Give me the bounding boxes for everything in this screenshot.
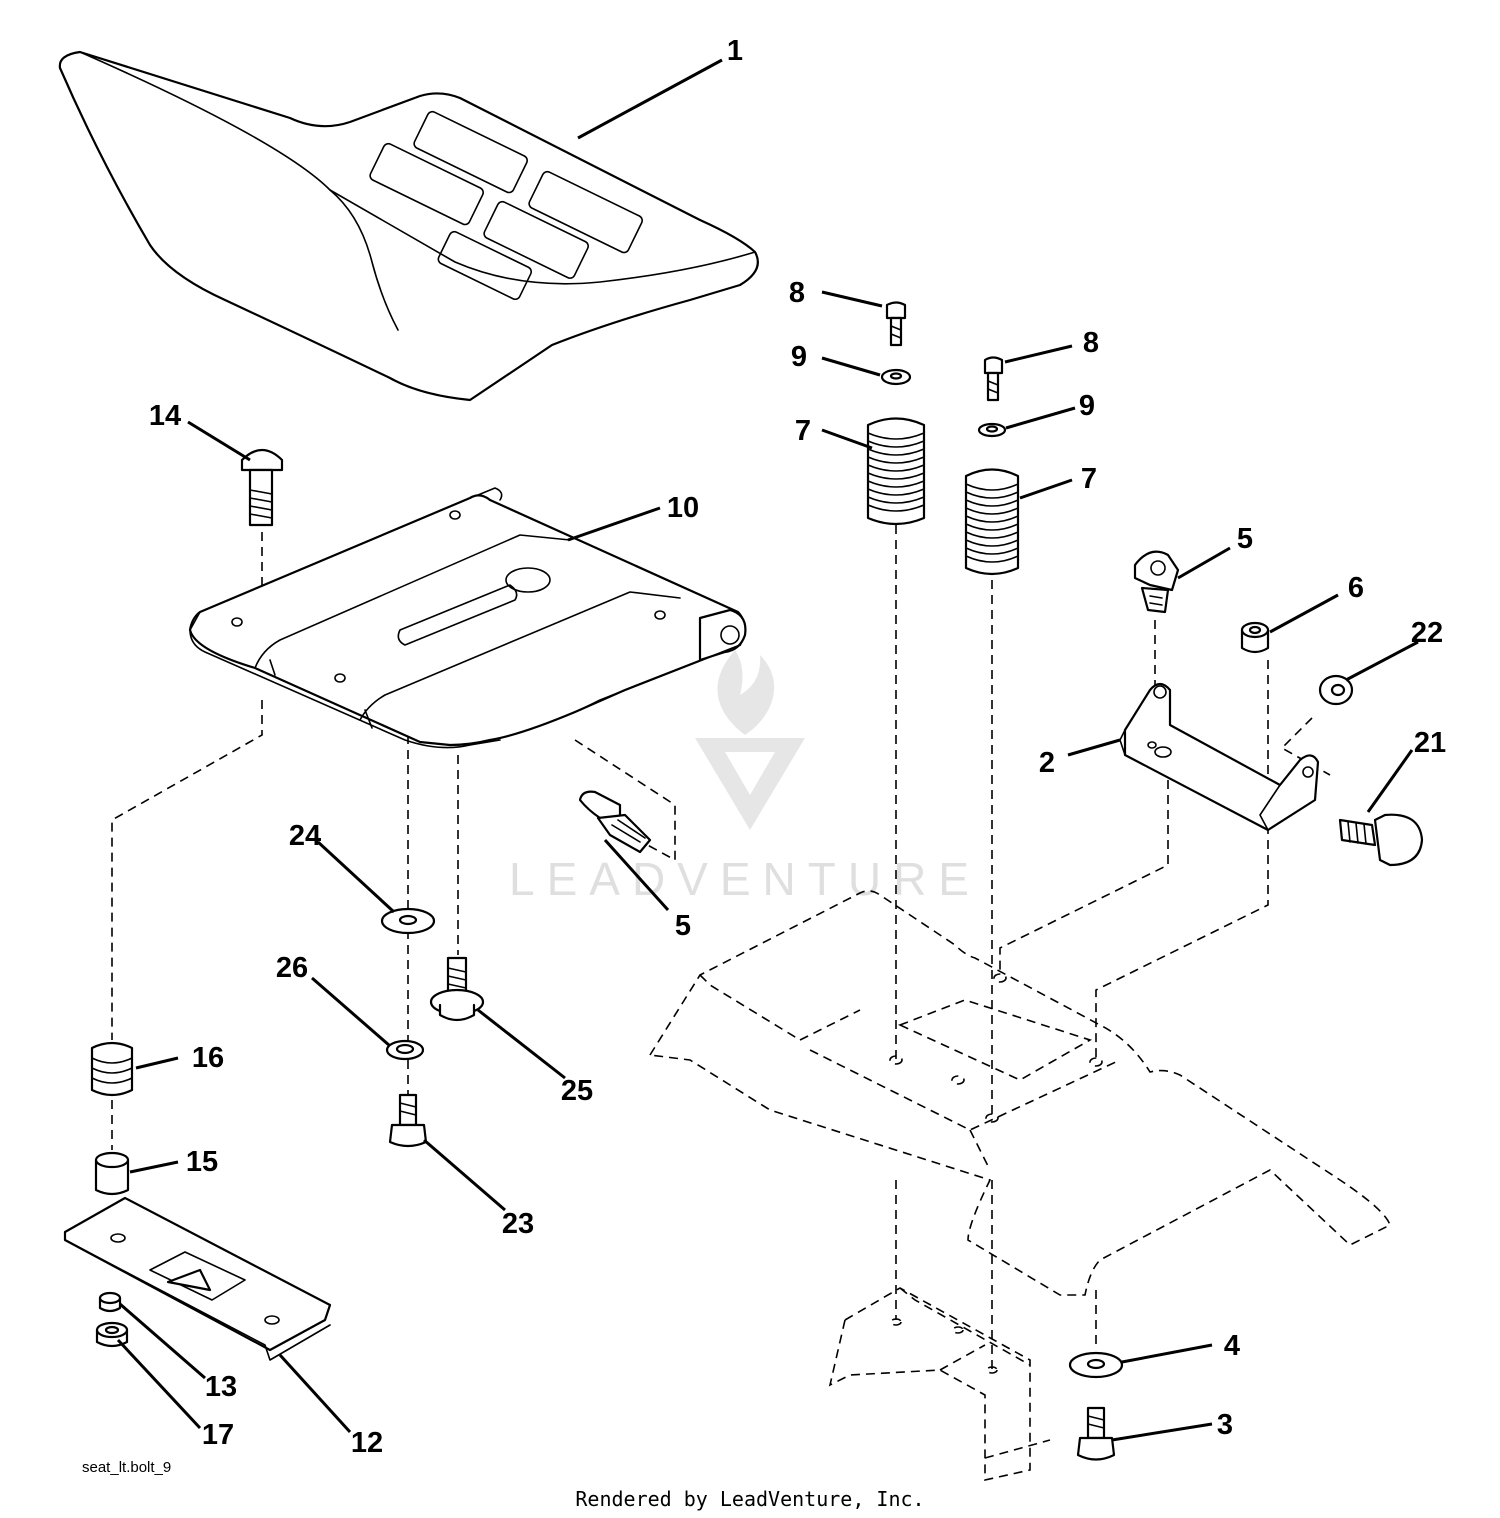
bracket-plate-part-12 bbox=[63, 1196, 332, 1361]
callout-9-right: 9 bbox=[1079, 390, 1095, 422]
callout-1: 1 bbox=[727, 35, 743, 67]
nut-part-6 bbox=[1240, 621, 1270, 654]
bolt-part-8-left bbox=[885, 301, 907, 347]
callout-8-right: 8 bbox=[1083, 327, 1099, 359]
callout-24: 24 bbox=[289, 820, 321, 852]
bracket-part-2 bbox=[1119, 682, 1320, 832]
callout-5-upper: 5 bbox=[1237, 523, 1253, 555]
washer-part-24 bbox=[380, 907, 436, 935]
carriage-bolt-part-14 bbox=[240, 448, 284, 527]
seat-part-1 bbox=[58, 50, 759, 402]
callout-26: 26 bbox=[276, 952, 308, 984]
callout-10: 10 bbox=[667, 492, 699, 524]
lock-washer-part-26 bbox=[385, 1039, 425, 1061]
callout-5-lower: 5 bbox=[675, 910, 691, 942]
callout-12: 12 bbox=[351, 1427, 383, 1459]
spring-part-7-left bbox=[866, 417, 926, 526]
diagram-id-caption: seat_lt.bolt_9 bbox=[82, 1459, 171, 1476]
callout-22: 22 bbox=[1411, 617, 1443, 649]
callout-17: 17 bbox=[202, 1419, 234, 1451]
callout-21: 21 bbox=[1414, 727, 1446, 759]
callout-labels: 1 2 3 4 5 5 6 7 7 8 8 9 9 10 12 13 14 15… bbox=[149, 35, 1446, 1459]
flange-nut-part-17 bbox=[95, 1321, 129, 1348]
hex-bolt-part-3 bbox=[1076, 1406, 1116, 1461]
callout-7-right: 7 bbox=[1081, 463, 1097, 495]
leadventure-watermark: LEADVENTURE bbox=[509, 650, 981, 905]
callout-16: 16 bbox=[192, 1042, 224, 1074]
watermark-text: LEADVENTURE bbox=[509, 853, 981, 905]
callout-6: 6 bbox=[1348, 572, 1364, 604]
leader-lines bbox=[116, 58, 1419, 1442]
callout-23: 23 bbox=[502, 1208, 534, 1240]
callout-9-left: 9 bbox=[791, 341, 807, 373]
hex-bolt-part-23 bbox=[388, 1093, 428, 1148]
callout-13: 13 bbox=[205, 1371, 237, 1403]
nut-part-22 bbox=[1318, 674, 1354, 706]
callout-8-left: 8 bbox=[789, 277, 805, 309]
washer-part-9-right bbox=[977, 422, 1007, 438]
callout-25: 25 bbox=[561, 1075, 593, 1107]
nut-part-13 bbox=[98, 1291, 122, 1313]
tractor-frame-dashed bbox=[648, 890, 1391, 1481]
shoulder-bolt-part-21 bbox=[1338, 813, 1424, 867]
callout-15: 15 bbox=[186, 1146, 218, 1178]
callout-4: 4 bbox=[1224, 1330, 1240, 1362]
spring-part-16 bbox=[90, 1041, 134, 1097]
footer-credit: Rendered by LeadVenture, Inc. bbox=[575, 1487, 924, 1511]
callout-3: 3 bbox=[1217, 1409, 1233, 1441]
spacer-part-15 bbox=[94, 1151, 130, 1196]
callout-7-left: 7 bbox=[795, 415, 811, 447]
spring-part-7-right bbox=[964, 468, 1020, 576]
washer-part-4 bbox=[1068, 1351, 1124, 1379]
clip-part-5-upper bbox=[1133, 550, 1180, 614]
bolt-part-8-right bbox=[983, 356, 1004, 402]
callout-14: 14 bbox=[149, 400, 181, 432]
washer-part-9-left bbox=[880, 368, 912, 386]
seat-pan-part-10 bbox=[188, 487, 747, 749]
callout-2: 2 bbox=[1039, 747, 1055, 779]
flange-bolt-part-25 bbox=[429, 956, 485, 1022]
clip-part-5-lower bbox=[578, 790, 652, 854]
